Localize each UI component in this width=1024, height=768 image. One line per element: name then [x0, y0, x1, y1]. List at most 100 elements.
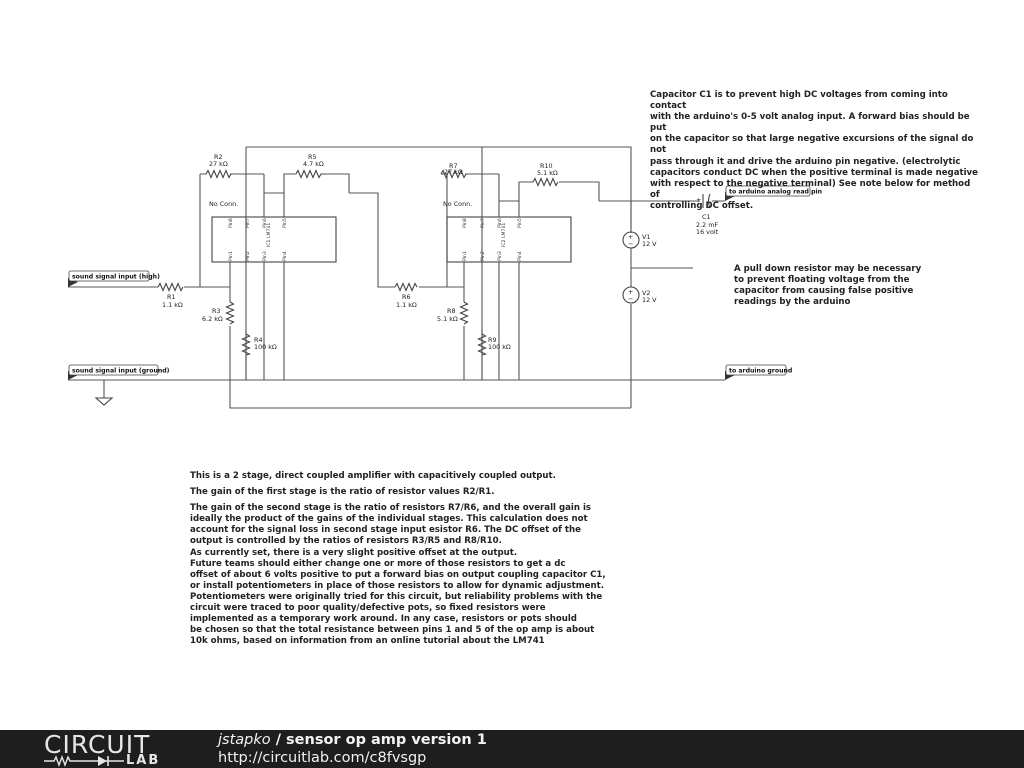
capacitor-c1: + C1 2.2 mF 16 volt: [696, 193, 719, 236]
page-title: jstapko / sensor op amp version 1: [218, 731, 487, 749]
description-paragraph: This is a 2 stage, direct coupled amplif…: [190, 471, 556, 481]
r9-value: 100 kΩ: [488, 343, 511, 351]
description-paragraph: The gain of the first stage is the ratio…: [190, 487, 495, 498]
voltage-source-v1: + − V1 12 V: [622, 231, 657, 249]
r3-value: 6.2 kΩ: [202, 315, 223, 323]
r6-value: 1.1 kΩ: [396, 301, 417, 309]
v1-value: 12 V: [642, 240, 657, 248]
ic2-name-label: IC2 LM741: [501, 223, 507, 247]
description-line: or install potentiometers in place of th…: [190, 580, 604, 591]
description-line: implemented as a temporary work around. …: [190, 614, 577, 625]
flag-arduino-ground: to arduino ground: [725, 364, 792, 380]
r6-name: R6: [402, 293, 411, 301]
description-line: be chosen so that the total resistance b…: [190, 625, 595, 636]
v1-name: V1: [642, 233, 650, 241]
ic2-pin4: Pin4: [517, 251, 523, 261]
ic1-name-label: IC1 LM741: [266, 223, 272, 247]
resistor-r1: R1 1.1 kΩ: [157, 282, 184, 309]
r5-value: 4.7 kΩ: [303, 160, 324, 168]
c1-value: 2.2 mF: [696, 221, 718, 229]
r5-name: R5: [308, 153, 317, 161]
flag-input-high-label: sound signal input (high): [72, 274, 160, 281]
flag-input-ground: sound signal input (ground): [68, 364, 170, 380]
ic1-pin4: Pin4: [282, 251, 288, 261]
ic1-pin7: Pin7: [245, 218, 251, 228]
circuit-description: This is a 2 stage, direct coupled amplif…: [190, 471, 610, 647]
flag-arduino-read: to arduino analog read pin: [725, 185, 822, 201]
r4-value: 100 kΩ: [254, 343, 277, 351]
ic1-pin2: Pin2: [245, 251, 251, 261]
capacitor-note-line: with the arduino's 0-5 volt analog input…: [650, 112, 970, 134]
resistor-r3: R3 6.2 kΩ: [202, 301, 235, 325]
r3-name: R3: [212, 307, 221, 315]
pulldown-note: A pull down resistor may be necessary to…: [734, 264, 934, 308]
ic1-pin6: Pin6: [262, 218, 268, 228]
ic1-pin8: Pin8: [228, 218, 234, 228]
circuit-title: sensor op amp version 1: [286, 732, 487, 748]
capacitor-note-line: Capacitor C1 is to prevent high DC volta…: [650, 90, 948, 112]
ic2-pin7: Pin7: [480, 218, 486, 228]
resistor-r7: R7 27 kΩ: [440, 162, 467, 179]
description-line: offset of about 6 volts positive to put …: [190, 569, 606, 580]
pulldown-note-line: to prevent floating voltage from the: [734, 275, 910, 286]
circuit-url-link[interactable]: http://circuitlab.com/c8fvsgp: [218, 750, 427, 766]
r1-value: 1.1 kΩ: [162, 301, 183, 309]
r10-value: 5.1 kΩ: [537, 169, 558, 177]
ic2: No Conn. IC2 LM741 Pin8 Pin7 Pin6 Pin5 P…: [443, 200, 572, 263]
ic1-pin3: Pin3: [262, 251, 268, 261]
ic2-pin1: Pin1: [462, 251, 468, 261]
flag-arduino-ground-label: to arduino ground: [729, 368, 792, 375]
r2-name: R2: [214, 153, 223, 161]
capacitor-note-line: capacitors conduct DC when the positive …: [650, 167, 978, 178]
r1-name: R1: [167, 293, 176, 301]
wires: [68, 146, 725, 409]
flag-input-high: sound signal input (high): [68, 270, 160, 287]
capacitor-note-line: on the capacitor so that large negative …: [650, 134, 974, 156]
logo-circuit-text: CIRCUIT: [44, 730, 151, 759]
r7-value: 27 kΩ: [444, 168, 463, 176]
description-line: circuit were traced to poor quality/defe…: [190, 603, 546, 614]
description-line: output is controlled by the ratios of re…: [190, 536, 502, 547]
description-line: The gain of the second stage is the rati…: [190, 503, 592, 514]
resistor-r8: R8 5.1 kΩ: [437, 301, 469, 325]
description-line: As currently set, there is a very slight…: [190, 547, 518, 558]
ic2-pin8: Pin8: [462, 218, 468, 228]
resistor-r2: R2 27 kΩ: [205, 153, 232, 179]
description-line: account for the signal loss in second st…: [190, 525, 581, 536]
resistor-r4: R4 100 kΩ: [241, 333, 277, 356]
v2-name: V2: [642, 289, 650, 297]
ic1: No Conn. IC1 LM741 Pin8 Pin7 Pin6 Pin5 P…: [209, 200, 337, 263]
resistor-r6: R6 1.1 kΩ: [394, 282, 418, 309]
pulldown-note-line: capacitor from causing false positive: [734, 286, 914, 297]
footer-bar: CIRCUIT LAB jstapko / sensor op amp vers…: [0, 730, 1024, 768]
r2-value: 27 kΩ: [209, 160, 228, 168]
description-line: ideally the product of the gains of the …: [190, 514, 588, 525]
r7-name: R7: [449, 162, 458, 170]
r8-value: 5.1 kΩ: [437, 315, 458, 323]
author-link[interactable]: jstapko: [218, 732, 271, 748]
c1-plus-sign: +: [696, 196, 701, 204]
voltage-source-v2: + − V2 12 V: [622, 286, 657, 304]
c1-rating: 16 volt: [696, 228, 719, 236]
description-line: 10k ohms, based on information from an o…: [190, 636, 545, 647]
resistor-diode-icon: [44, 755, 124, 767]
pulldown-note-line: A pull down resistor may be necessary: [734, 264, 922, 274]
v1-plus-sign: +: [628, 233, 633, 241]
c1-name: C1: [702, 213, 711, 221]
ic2-pin3: Pin3: [497, 251, 503, 261]
ic1-pin1: Pin1: [228, 251, 234, 261]
pulldown-note-line: readings by the arduino: [734, 297, 851, 308]
resistor-r10: R10 5.1 kΩ: [532, 162, 559, 187]
resistor-r9: R9 100 kΩ: [477, 333, 511, 356]
v2-value: 12 V: [642, 296, 657, 304]
flag-input-ground-label: sound signal input (ground): [72, 368, 170, 375]
logo-lab-text: LAB: [126, 753, 161, 768]
v2-minus-sign: −: [628, 295, 633, 303]
capacitor-note-line: pass through it and drive the arduino pi…: [650, 156, 961, 167]
description-line: Future teams should either change one or…: [190, 558, 566, 569]
ic2-pin5: Pin5: [517, 218, 523, 228]
ic2-pin6: Pin6: [497, 218, 503, 228]
capacitor-note-line: controlling DC offset.: [650, 200, 754, 211]
ic2-no-conn-label: No Conn.: [443, 200, 472, 208]
capacitor-note-line: with respect to the negative terminal) S…: [650, 178, 971, 200]
